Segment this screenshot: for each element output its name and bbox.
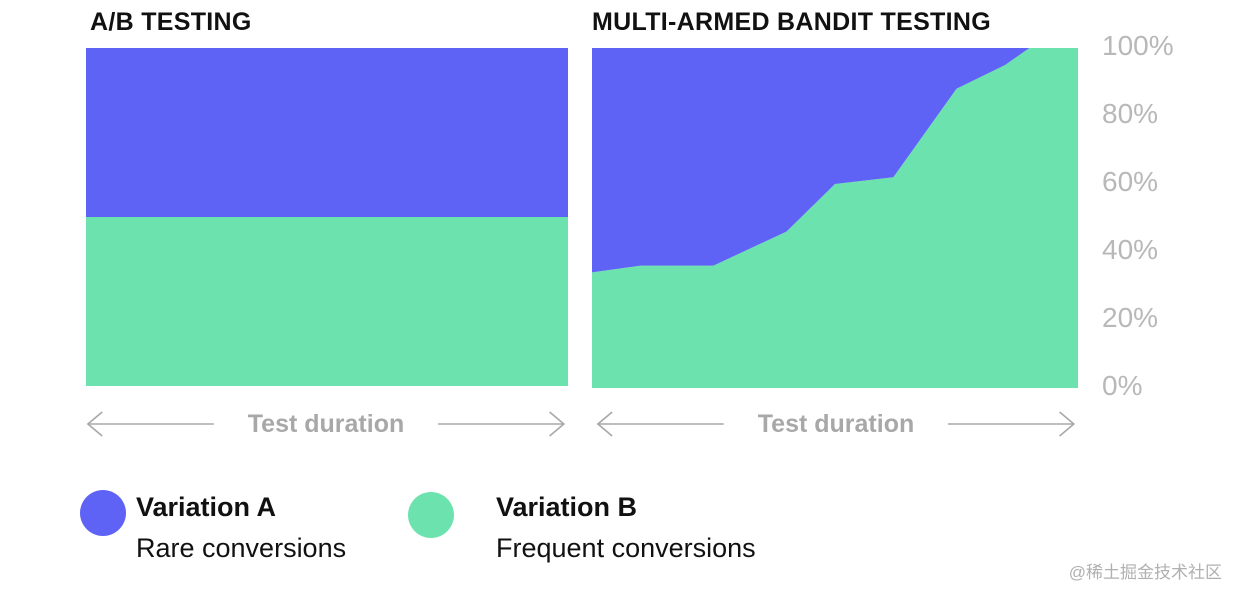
y-tick-label: 20% (1102, 302, 1159, 333)
left-arrow-icon (594, 404, 724, 444)
y-tick-label: 100% (1102, 30, 1174, 61)
ab-chart-title: A/B TESTING (90, 8, 252, 36)
chart1-area-variation-a (592, 48, 1078, 273)
mab-duration-axis: Test duration (594, 404, 1078, 444)
legend-swatch-variation-a (80, 490, 126, 536)
chart0-area-variation-a (86, 48, 568, 217)
y-tick-label: 0% (1102, 370, 1143, 401)
legend-description: Frequent conversions (496, 533, 756, 563)
legend-description: Rare conversions (136, 533, 347, 563)
chart0-area-variation-b (86, 217, 568, 386)
right-arrow-icon (438, 404, 568, 444)
legend-name: Variation A (136, 492, 277, 522)
left-arrow-icon (84, 404, 214, 444)
source-watermark: @稀土掘金技术社区 (1068, 563, 1222, 582)
y-tick-label: 40% (1102, 234, 1159, 265)
legend-name: Variation B (496, 492, 638, 522)
y-tick-label: 60% (1102, 166, 1159, 197)
right-arrow-icon (948, 404, 1078, 444)
ab-duration-axis: Test duration (84, 404, 568, 444)
mab-xaxis-label: Test duration (757, 409, 915, 438)
ab-xaxis-label: Test duration (247, 409, 405, 438)
legend-swatch-variation-b (408, 492, 454, 538)
y-tick-label: 80% (1102, 98, 1159, 129)
mab-chart-title: MULTI-ARMED BANDIT TESTING (592, 8, 991, 36)
chart1-area-variation-b (592, 48, 1078, 388)
